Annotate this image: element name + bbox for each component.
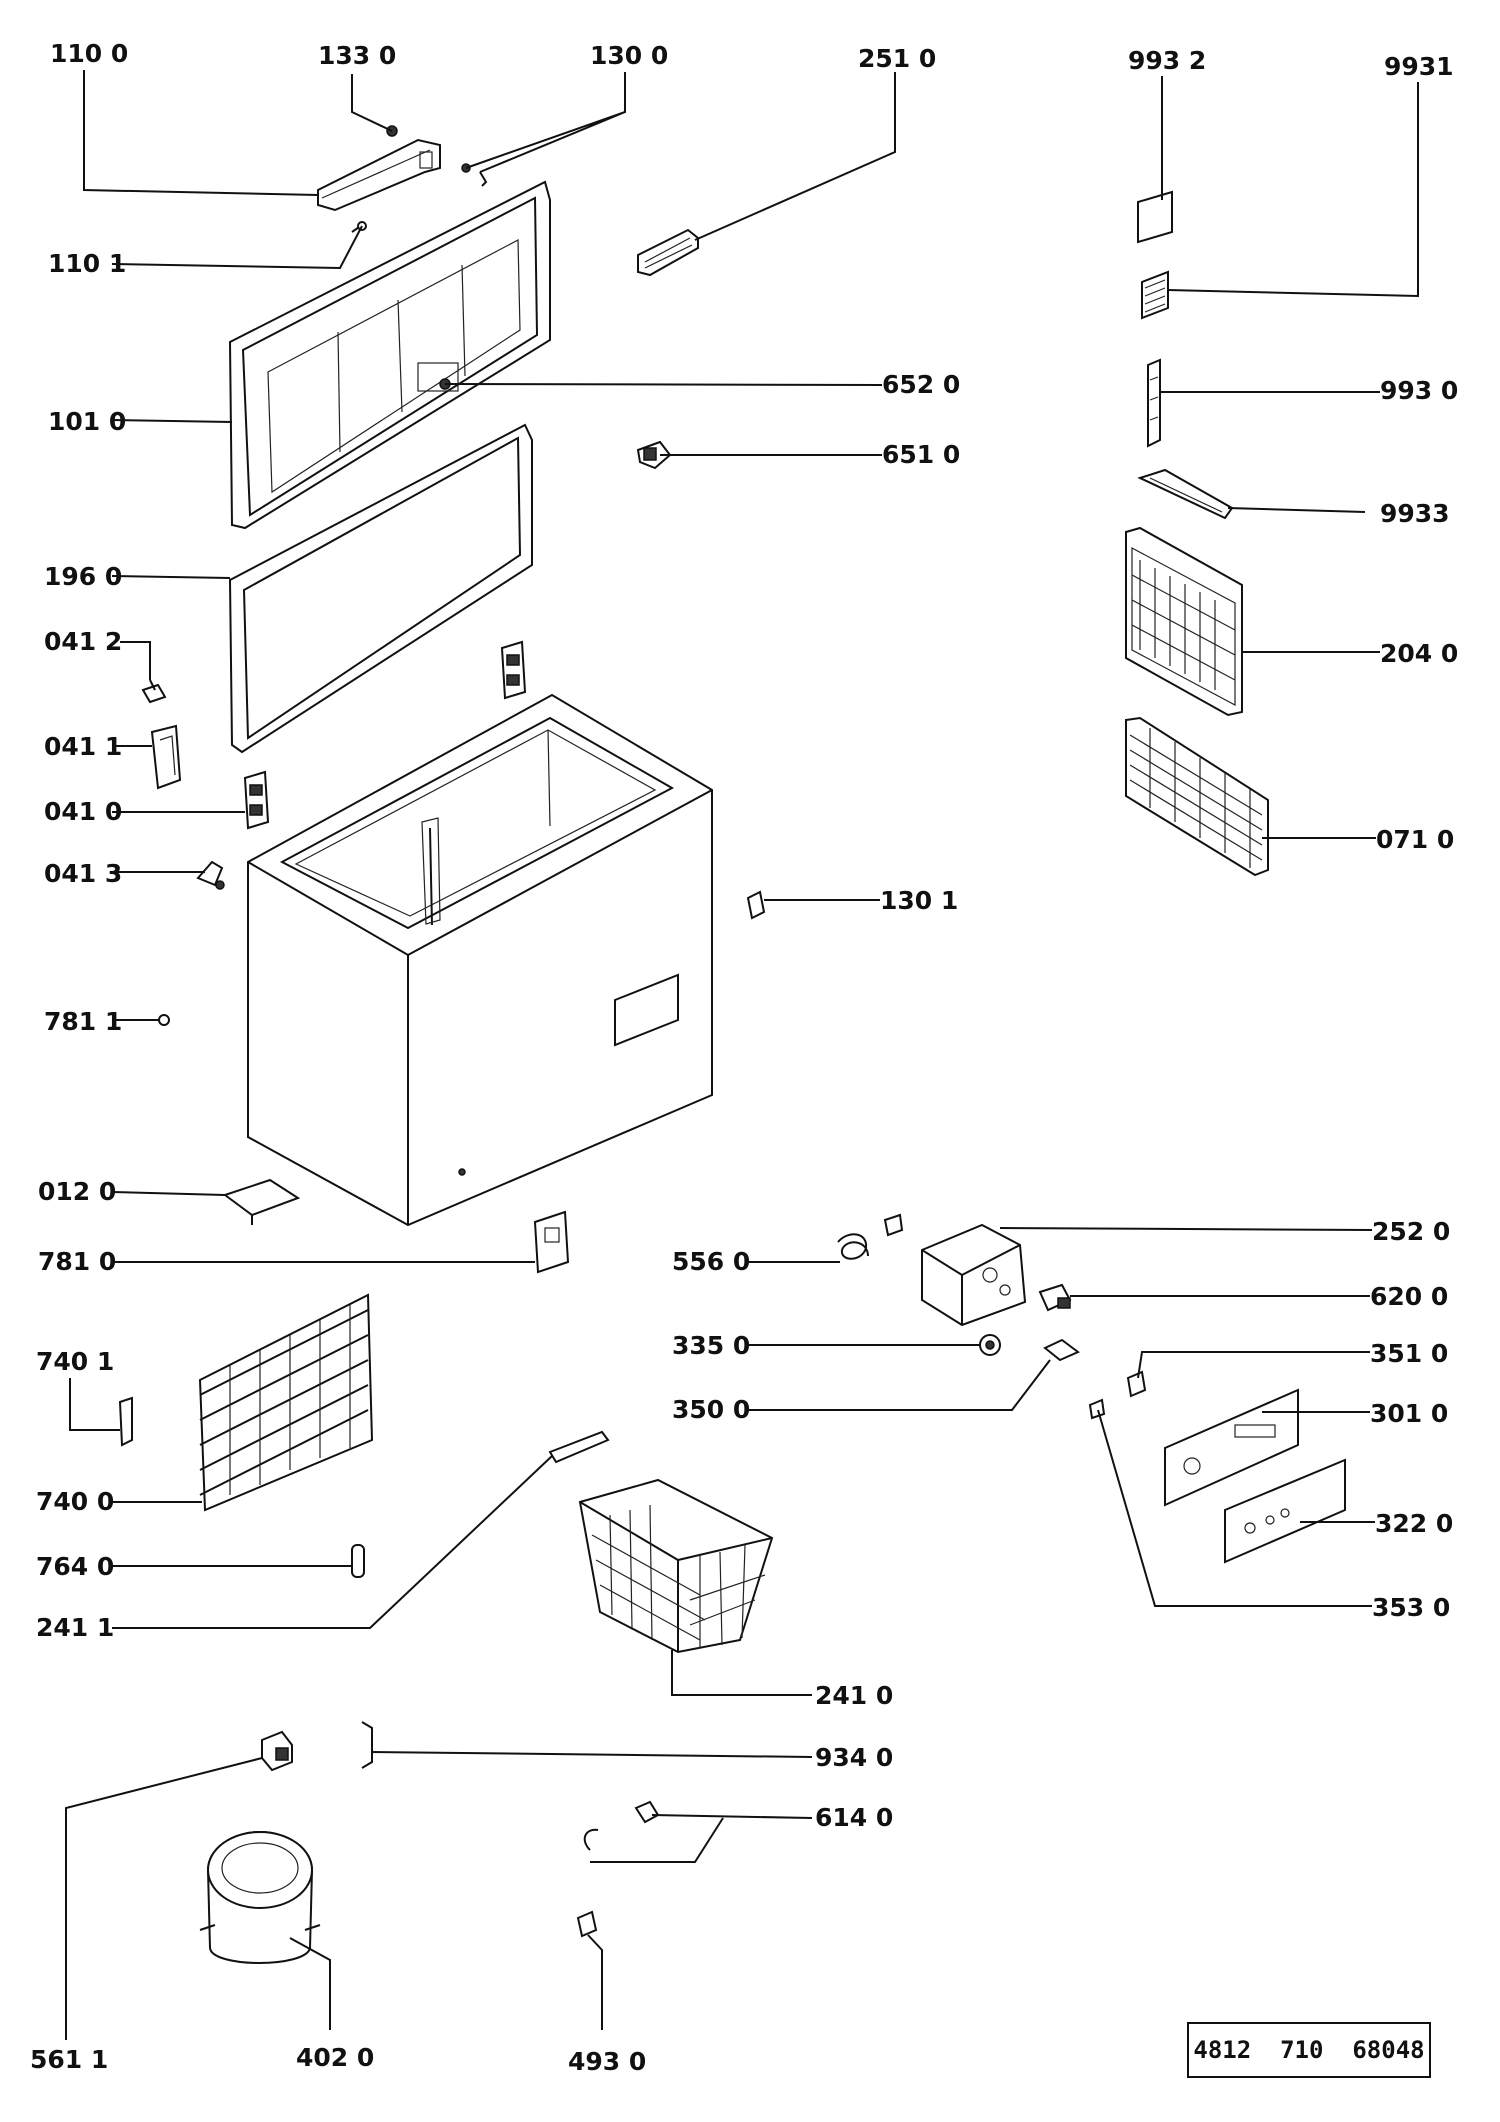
part-switch-6200 [1038,1283,1072,1312]
label-5611: 561 1 [30,2045,108,2074]
label-1300: 130 0 [590,41,668,70]
catalog-number-box: 4812 710 68048 [1187,2022,1431,2078]
label-1010: 101 0 [48,407,126,436]
label-2510: 251 0 [858,44,936,73]
label-7401: 740 1 [36,1347,114,1376]
part-control-panel-3010 [1164,1388,1299,1507]
part-hinge-0411 [150,724,182,790]
part-handle-1100 [317,138,441,212]
label-3220: 322 0 [1375,1509,1453,1538]
label-9930: 993 0 [1380,376,1458,405]
label-7640: 764 0 [36,1552,114,1581]
label-3510: 351 0 [1370,1339,1448,1368]
part-strip-9933 [1137,468,1234,520]
part-cabinet [247,693,713,1227]
part-relay-5611 [261,1730,293,1772]
label-5560: 556 0 [672,1247,750,1276]
label-1330: 133 0 [318,41,396,70]
part-knob-3350 [979,1334,1001,1356]
part-clip-0413 [196,860,225,890]
part-plate-9932 [1137,190,1173,244]
part-handle-2411 [548,1430,610,1464]
label-2410: 241 0 [815,1681,893,1710]
part-lamp-6510 [636,440,672,470]
label-3010: 301 0 [1370,1399,1448,1428]
label-4020: 402 0 [296,2043,374,2072]
label-9932: 993 2 [1128,46,1206,75]
label-4930: 493 0 [568,2047,646,2076]
part-condenser-grille-0710 [1125,716,1269,877]
part-bracket-1301 [746,890,766,920]
part-hinge-0410 [243,770,270,830]
part-grid-9931 [1141,270,1169,320]
part-lens-2510 [637,228,699,277]
label-0120: 012 0 [38,1177,116,1206]
part-filter-7640 [351,1544,365,1578]
part-hinge-right [500,640,527,700]
part-hinge-0412 [141,679,167,704]
part-bar-9930 [1147,358,1161,448]
label-7810: 781 0 [38,1247,116,1276]
label-7811: 781 1 [44,1007,122,1036]
label-9933: 9933 [1380,499,1450,528]
part-box-7810 [533,1210,570,1274]
part-screws-1300 [461,163,488,187]
label-2411: 241 1 [36,1613,114,1642]
part-lid-1010 [228,180,551,530]
part-basket-2410 [578,1478,774,1654]
part-compressor-4020 [199,1831,321,1964]
part-connector-6140 [583,1800,660,1851]
label-6140: 614 0 [815,1803,893,1832]
label-3350: 335 0 [672,1331,750,1360]
part-plug-7811 [158,1014,170,1026]
part-grommet-4930 [576,1910,598,1938]
label-2520: 252 0 [1372,1217,1450,1246]
label-1100: 110 0 [50,39,128,68]
label-6510: 651 0 [882,440,960,469]
label-9931: 9931 [1384,52,1454,81]
label-1101: 110 1 [48,249,126,278]
label-9340: 934 0 [815,1743,893,1772]
label-1301: 130 1 [880,886,958,915]
part-bracket-9340 [361,1721,373,1769]
part-lamp-3530 [1088,1398,1106,1420]
part-spring-5560 [837,1213,904,1260]
label-1960: 196 0 [44,562,122,591]
part-condenser-coil-7400 [198,1293,374,1512]
label-3530: 353 0 [1372,1593,1450,1622]
label-6200: 620 0 [1370,1282,1448,1311]
part-gasket-1960 [228,423,533,754]
part-thermostat-housing-2520 [921,1223,1027,1327]
label-7400: 740 0 [36,1487,114,1516]
part-labels: 110 0 133 0 130 0 251 0 993 2 9931 110 1… [30,39,1458,2076]
leader-lines [65,70,1419,2040]
label-0412: 041 2 [44,627,122,656]
label-0411: 041 1 [44,732,122,761]
part-vent-grille-2040 [1125,526,1243,717]
part-lamp-3510 [1126,1370,1147,1398]
label-6520: 652 0 [882,370,960,399]
label-3500: 350 0 [672,1395,750,1424]
label-0710: 071 0 [1376,825,1454,854]
part-indicator-3500 [1043,1338,1080,1362]
label-0413: 041 3 [44,859,122,888]
catalog-number: 4812 710 68048 [1193,2036,1425,2064]
part-panel-insert-3220 [1224,1458,1346,1564]
part-bracket-0120 [222,1178,301,1225]
label-2040: 204 0 [1380,639,1458,668]
label-0410: 041 0 [44,797,122,826]
part-clip-7401 [118,1396,133,1447]
